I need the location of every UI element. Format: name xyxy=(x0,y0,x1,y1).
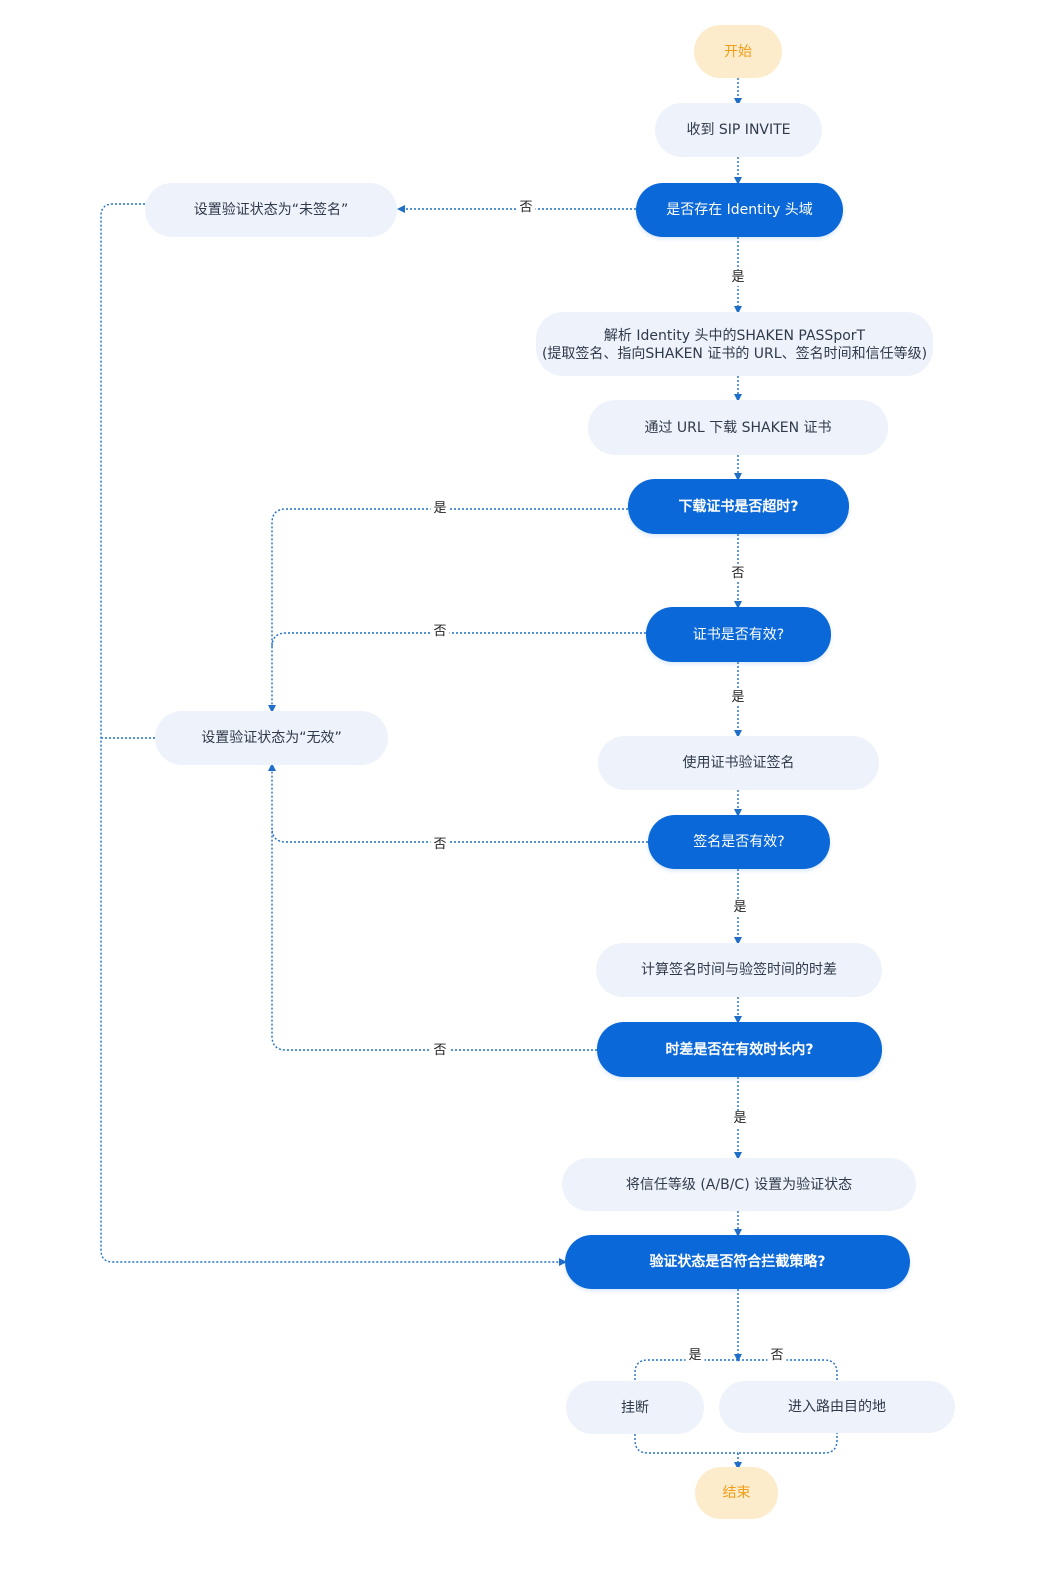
edge-label-timeout-yes: 是 xyxy=(430,501,450,517)
edge-split-hangup xyxy=(634,1359,738,1380)
edge-sig-invalid xyxy=(271,827,648,843)
edge-label-cert-no: 否 xyxy=(430,624,450,640)
edge-split-route xyxy=(738,1359,838,1380)
set-unsigned-node: 设置验证状态为“未签名” xyxy=(145,183,397,237)
sig-valid-decision: 签名是否有效? xyxy=(648,815,830,869)
set-invalid-node: 设置验证状态为“无效” xyxy=(155,711,388,765)
start-node: 开始 xyxy=(694,25,782,78)
cert-valid-decision: 证书是否有效? xyxy=(646,607,831,662)
parse-line-2: (提取签名、指向SHAKEN 证书的 URL、签名时间和信任等级) xyxy=(541,346,928,362)
edge-label-window-no: 否 xyxy=(430,1043,450,1059)
set-trust-level-node: 将信任等级 (A/B/C) 设置为验证状态 xyxy=(562,1158,916,1211)
calc-time-diff-node: 计算签名时间与验签时间的时差 xyxy=(596,943,882,997)
verify-signature-node: 使用证书验证签名 xyxy=(598,736,879,790)
edge-label-policy-no: 否 xyxy=(767,1348,787,1364)
edge-unsigned-policy xyxy=(100,203,567,1266)
has-identity-decision: 是否存在 Identity 头域 xyxy=(636,183,843,237)
route-destination-node: 进入路由目的地 xyxy=(719,1381,955,1433)
in-window-decision: 时差是否在有效时长内? xyxy=(597,1022,882,1077)
edge-cert-invalid xyxy=(271,632,646,648)
end-node: 结束 xyxy=(695,1467,778,1519)
edge-label-sig-yes: 是 xyxy=(730,900,750,916)
edge-label-identity-yes: 是 xyxy=(728,270,748,286)
parse-line-1: 解析 Identity 头中的SHAKEN PASSporT xyxy=(603,328,866,344)
edge-label-policy-yes: 是 xyxy=(685,1348,705,1364)
edge-label-identity-no: 否 xyxy=(516,200,536,216)
policy-decision: 验证状态是否符合拦截策略? xyxy=(565,1235,910,1289)
download-cert-node: 通过 URL 下载 SHAKEN 证书 xyxy=(588,400,888,455)
timeout-decision: 下载证书是否超时? xyxy=(628,479,849,534)
receive-invite-node: 收到 SIP INVITE xyxy=(655,103,822,157)
edge-label-timeout-no: 否 xyxy=(728,566,748,582)
edge-label-sig-no: 否 xyxy=(430,837,450,853)
edge-window-invalid xyxy=(268,763,597,1051)
edge-label-cert-yes: 是 xyxy=(728,690,748,706)
hangup-node: 挂断 xyxy=(566,1381,704,1434)
parse-passport-node: 解析 Identity 头中的SHAKEN PASSporT (提取签名、指向S… xyxy=(536,312,933,376)
edge-timeout-invalid xyxy=(268,508,628,713)
edge-route-end xyxy=(738,1432,838,1454)
edge-hangup-end xyxy=(634,1434,738,1454)
edge-label-window-yes: 是 xyxy=(730,1111,750,1127)
